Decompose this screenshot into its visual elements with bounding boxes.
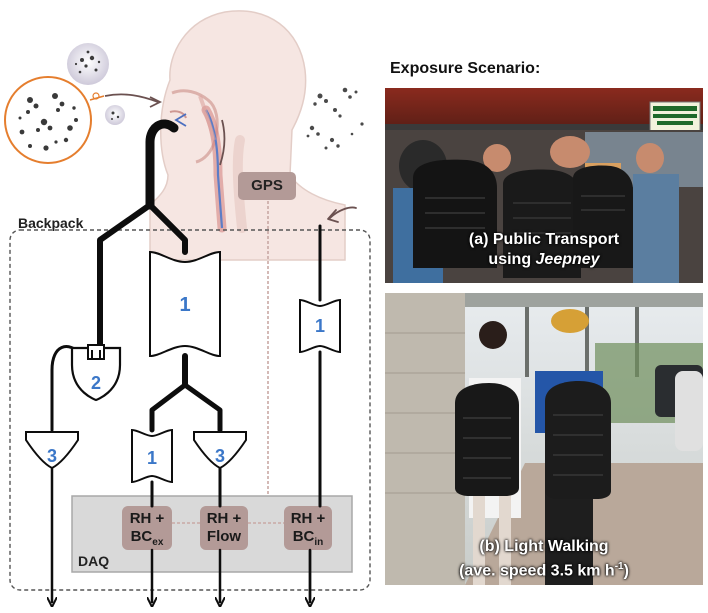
- daq-text-line2: BCin: [284, 528, 332, 552]
- photo-a-caption: (a) Public Transport using Jeepney: [385, 230, 703, 270]
- daq-text-sub: in: [314, 537, 324, 548]
- scenario-title: Exposure Scenario:: [390, 60, 541, 77]
- component-number-1-main: 1: [179, 294, 191, 316]
- daq-text-main: BC: [130, 528, 153, 545]
- photo-b-prefix: (ave. speed 3.5 km h: [459, 562, 615, 580]
- photo-light-walking: (b) Light Walking (ave. speed 3.5 km h-1…: [385, 293, 703, 585]
- walking-scene: [385, 293, 703, 585]
- filter-chamber-lower: [131, 428, 173, 484]
- daq-text-line2: BCex: [122, 528, 172, 552]
- cyclone-right: [193, 431, 247, 470]
- filter-chamber-main: [149, 250, 221, 358]
- daq-text-line1: RH +: [129, 510, 165, 527]
- impactor-cup: [70, 346, 122, 402]
- daq-box-rh-bc-ex: [122, 506, 172, 550]
- photo-b-caption-line1: (b) Light Walking: [479, 538, 609, 555]
- component-number-3-left: 3: [46, 446, 57, 466]
- component-number-2: 2: [90, 373, 101, 393]
- filter-chamber-right: [299, 298, 341, 354]
- daq-box-rh-bc-in: [284, 506, 332, 550]
- daq-text-rh-flow: RH + Flow: [200, 510, 248, 546]
- daq-text-sub: ex: [152, 537, 164, 548]
- inhalation-arrows: [104, 93, 226, 166]
- head-illustration: [149, 10, 346, 261]
- daq-text-main: BC: [292, 528, 315, 545]
- magnifier-inset: [4, 76, 105, 164]
- photo-b-sup: -1: [614, 561, 624, 572]
- component-number-1-right: 1: [314, 316, 325, 336]
- photo-b-caption: (b) Light Walking (ave. speed 3.5 km h-1…: [385, 537, 703, 581]
- backpack-label: Backpack: [18, 215, 84, 231]
- component-number-3-right: 3: [214, 446, 225, 466]
- daq-box-rh-flow: [200, 506, 248, 550]
- cyclone-left: [25, 431, 79, 470]
- photo-b-caption-line2: (ave. speed 3.5 km h-1): [385, 557, 703, 581]
- photo-a-caption-line2: using Jeepney: [385, 250, 703, 270]
- gps-module: [238, 172, 296, 518]
- photo-a-italic: Jeepney: [535, 251, 600, 268]
- daq-text-line1: RH +: [290, 510, 326, 527]
- particle-cluster-icon: [67, 43, 125, 125]
- photo-a-prefix: using: [488, 251, 536, 268]
- photo-public-transport: (a) Public Transport using Jeepney: [385, 88, 703, 283]
- component-number-1-lower: 1: [146, 448, 157, 468]
- photo-a-caption-line1: (a) Public Transport: [468, 231, 620, 248]
- daq-text-rh-bc-ex: RH + BCex: [122, 510, 172, 552]
- daq-text-main: Flow: [206, 528, 242, 545]
- jeepney-scene: [385, 88, 703, 283]
- backpack-border: [9, 229, 371, 591]
- photo-b-suffix: ): [623, 562, 629, 580]
- ambient-particles: [306, 87, 364, 150]
- daq-text-rh-bc-in: RH + BCin: [284, 510, 332, 552]
- gps-label: GPS: [251, 177, 283, 194]
- daq-text-line1: RH +: [206, 510, 242, 527]
- daq-label: DAQ: [78, 553, 110, 569]
